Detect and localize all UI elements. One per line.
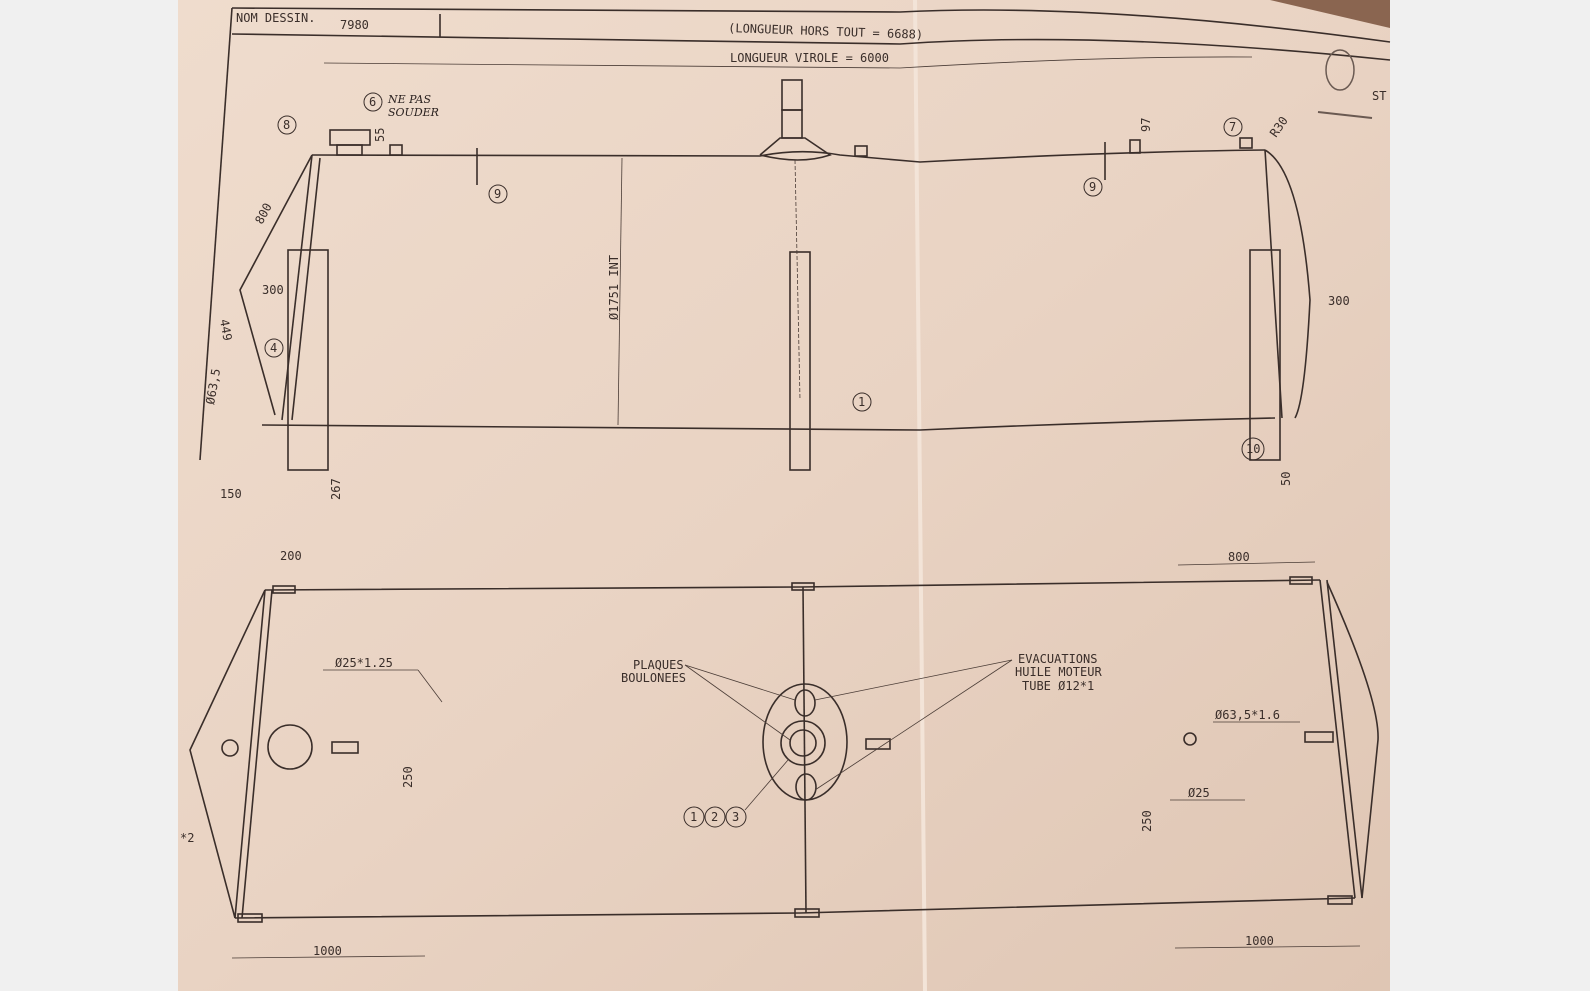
plates-label-2: BOULONEES	[621, 671, 686, 685]
dim-1000-right: 1000	[1245, 934, 1274, 948]
note-line-2: SOUDER	[388, 106, 439, 119]
shell-length: LONGUEUR VIROLE = 6000	[730, 51, 889, 65]
svg-text:9: 9	[494, 187, 501, 201]
balloon: 6	[363, 92, 383, 112]
paper-fold	[913, 0, 927, 991]
dim-250-right: 250	[1140, 810, 1154, 832]
svg-text:8: 8	[283, 118, 290, 132]
dim-800-top: 800	[1228, 550, 1250, 564]
drain-label-3: TUBE Ø12*1	[1022, 679, 1094, 693]
balloon: 9	[1083, 177, 1103, 197]
drawing-number: 7980	[340, 18, 369, 32]
balloon: 8	[277, 115, 297, 135]
dim-150: 150	[220, 487, 242, 501]
dim-25x1-25: Ø25*1.25	[335, 656, 393, 670]
balloon: 1	[683, 806, 705, 828]
paper-sheet	[178, 0, 1390, 991]
dim-55: 55	[373, 128, 387, 142]
title-block: NOM DESSIN. 7980 (LONGUEUR HORS TOUT = 6…	[199, 7, 1391, 461]
svg-text:6: 6	[369, 95, 376, 109]
dim-63-5x1-6: Ø63,5*1.6	[1215, 708, 1280, 722]
dim-63-5: Ø63,5	[203, 368, 223, 406]
balloon: 2	[704, 806, 726, 828]
table-corner	[1270, 0, 1390, 28]
balloon: 3	[725, 806, 747, 828]
dim-449: 449	[217, 318, 235, 342]
dim-250-left: 250	[401, 766, 415, 788]
dim-1000-left: 1000	[313, 944, 342, 958]
overall-length: (LONGUEUR HORS TOUT = 6688)	[728, 21, 923, 42]
svg-text:3: 3	[732, 810, 739, 824]
balloon: 7	[1223, 117, 1243, 137]
dim-200: 200	[280, 549, 302, 563]
balloon: 10	[1241, 437, 1265, 461]
title-label: NOM DESSIN.	[236, 11, 315, 25]
balloon: 1	[852, 392, 872, 412]
dim-300-left: 300	[262, 283, 284, 297]
note-line-1: NE PAS	[387, 93, 431, 106]
drain-label-1: EVACUATIONS	[1018, 652, 1097, 666]
svg-text:4: 4	[270, 341, 277, 355]
svg-text:1: 1	[690, 810, 697, 824]
svg-text:10: 10	[1246, 442, 1260, 456]
side-view: Ø1751 INT 800 300 449 Ø63,5 150 267 55 9…	[203, 79, 1350, 501]
turtle-logo: ST	[1317, 49, 1386, 119]
diameter-label: Ø1751 INT	[607, 255, 621, 320]
dim-25: Ø25	[1188, 786, 1210, 800]
dim-50: 50	[1279, 472, 1293, 486]
plates-label-1: PLAQUES	[633, 658, 684, 672]
balloon: 9	[488, 184, 508, 204]
svg-text:2: 2	[711, 810, 718, 824]
logo-text: ST	[1372, 89, 1386, 103]
drain-label-2: HUILE MOTEUR	[1015, 665, 1102, 679]
top-view: 200 Ø25*1.25 250 1000 800 Ø63,5*1.6 Ø25 …	[180, 549, 1379, 959]
dim-x2: *2	[180, 831, 194, 845]
dim-267: 267	[329, 478, 343, 500]
dim-97: 97	[1139, 118, 1153, 132]
dim-300-right: 300	[1328, 294, 1350, 308]
svg-text:7: 7	[1229, 120, 1236, 134]
balloon: 4	[264, 338, 284, 358]
svg-text:1: 1	[858, 395, 865, 409]
svg-text:9: 9	[1089, 180, 1096, 194]
